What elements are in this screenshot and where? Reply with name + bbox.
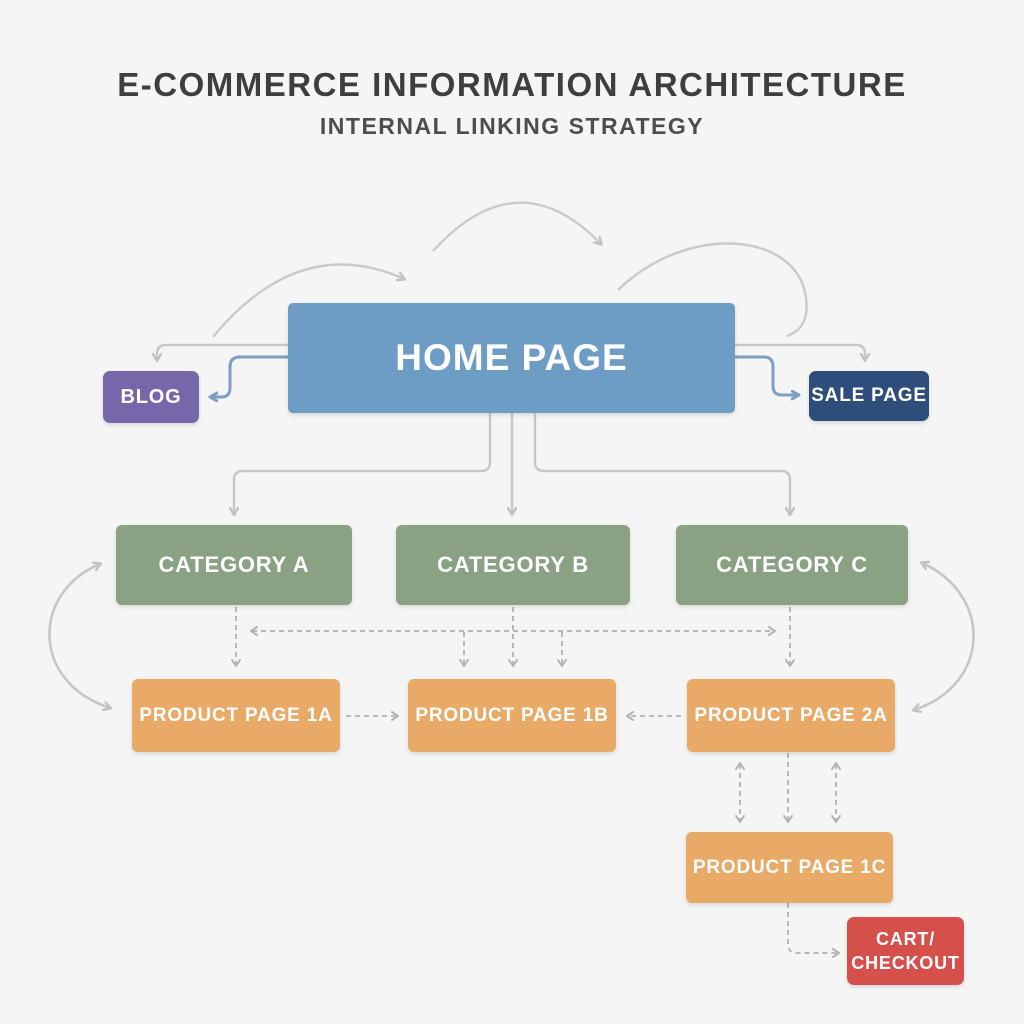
arrow-home-to-blog-top — [157, 343, 288, 360]
arc-center-over-home — [432, 201, 601, 252]
top-arcs — [212, 201, 808, 338]
node-product-page-1c-label: PRODUCT PAGE 1C — [692, 856, 887, 878]
node-product-page-1c: PRODUCT PAGE 1C — [686, 832, 893, 903]
arrow-home-to-blog-side — [211, 355, 288, 397]
node-product-page-2a: PRODUCT PAGE 2A — [687, 679, 895, 752]
arrow-home-to-sale-side — [735, 355, 798, 395]
node-cart-checkout-label: CART/ CHECKOUT — [851, 928, 960, 973]
node-product-page-2a-label: PRODUCT PAGE 2A — [694, 704, 888, 726]
node-product-page-1a-label: PRODUCT PAGE 1A — [139, 704, 333, 726]
node-blog-label: BLOG — [120, 385, 182, 408]
arrow-product-1c-to-cart — [787, 903, 840, 958]
node-category-a: CATEGORY A — [116, 525, 352, 605]
node-sale-page: SALE PAGE — [809, 371, 929, 421]
node-category-b: CATEGORY B — [396, 525, 630, 605]
arc-category-c-product-2a — [914, 563, 975, 710]
blue-links — [211, 355, 798, 397]
dashed-links — [231, 607, 841, 958]
arc-category-a-product-1a — [48, 564, 110, 708]
arc-left-to-home — [212, 263, 404, 338]
node-blog: BLOG — [103, 371, 199, 423]
node-category-a-label: CATEGORY A — [158, 552, 310, 577]
page-subtitle: INTERNAL LINKING STRATEGY — [319, 113, 705, 139]
node-product-page-1a: PRODUCT PAGE 1A — [132, 679, 340, 752]
node-category-b-label: CATEGORY B — [437, 552, 589, 577]
side-arcs — [48, 563, 975, 710]
node-cart-checkout: CART/ CHECKOUT — [847, 917, 964, 985]
arc-right-of-home — [617, 242, 808, 338]
node-category-c-label: CATEGORY C — [716, 552, 868, 577]
node-home-page-label: HOME PAGE — [395, 337, 628, 378]
node-home-page: HOME PAGE — [288, 303, 735, 413]
node-product-page-1b: PRODUCT PAGE 1B — [408, 679, 616, 752]
node-sale-page-label: SALE PAGE — [811, 385, 927, 406]
arrow-home-to-category-a — [234, 413, 492, 514]
arrow-home-to-sale-top — [735, 343, 865, 360]
node-category-c: CATEGORY C — [676, 525, 908, 605]
arrow-home-to-category-c — [533, 413, 790, 514]
home-elbows — [157, 343, 865, 514]
header: E-COMMERCE INFORMATION ARCHITECTURE INTE… — [0, 66, 1024, 140]
node-product-page-1b-label: PRODUCT PAGE 1B — [415, 704, 609, 726]
page-title: E-COMMERCE INFORMATION ARCHITECTURE — [117, 66, 907, 103]
